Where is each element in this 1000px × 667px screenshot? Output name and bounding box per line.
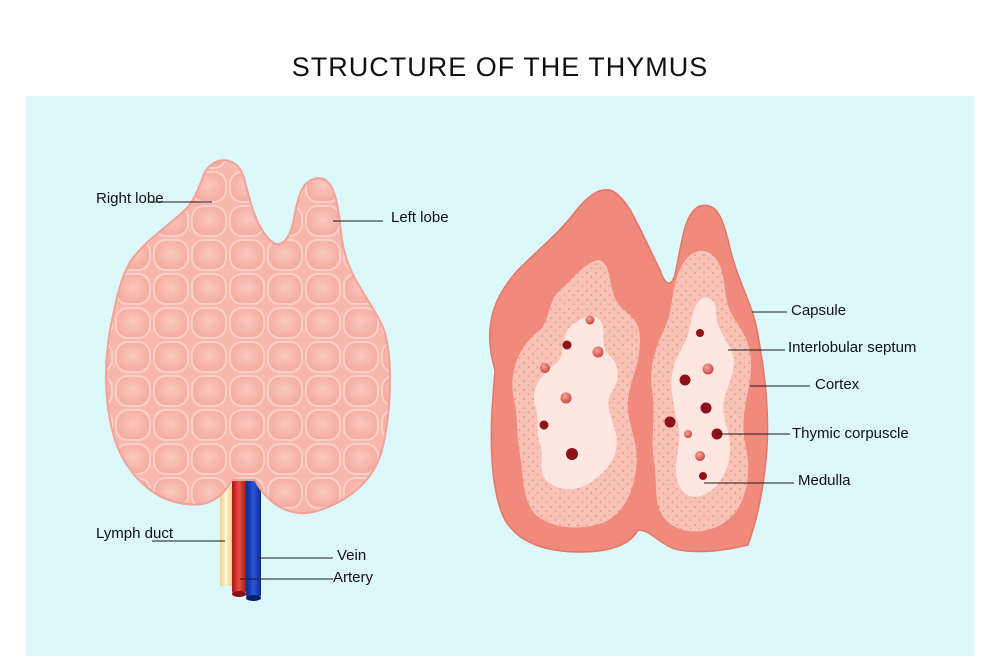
label-left-lobe: Left lobe [391,209,449,226]
corpuscle [696,329,704,337]
label-capsule: Capsule [791,302,846,319]
label-artery: Artery [333,569,374,586]
diagram-title: STRUCTURE OF THE THYMUS [291,52,709,82]
label-medulla: Medulla [798,472,851,489]
lymph-duct [220,486,232,586]
corpuscle [700,402,712,414]
corpuscle [592,346,604,358]
medulla-left [534,316,618,490]
vessels [220,460,261,601]
label-cortex: Cortex [815,376,860,393]
corpuscle [679,374,691,386]
label-right-lobe: Right lobe [96,190,164,207]
vein [246,462,261,598]
label-vein: Vein [337,547,366,564]
corpuscle [560,392,572,404]
thymus-cross-section [489,188,769,553]
corpuscle [562,340,572,350]
corpuscle [684,430,692,438]
leader-lines [150,201,810,580]
corpuscle [539,420,549,430]
thymus-gland-external [105,159,391,515]
medulla-right [671,297,734,497]
label-lymph-duct: Lymph duct [96,525,174,542]
corpuscle [695,451,705,461]
label-interlobular-septum: Interlobular septum [788,339,916,356]
label-thymic-corpuscle: Thymic corpuscle [792,425,909,442]
corpuscle [699,472,707,480]
artery [232,470,246,594]
corpuscle [585,315,595,325]
corpuscle [664,416,676,428]
corpuscle [566,448,578,460]
corpuscle [702,363,714,375]
corpuscle [540,363,550,373]
